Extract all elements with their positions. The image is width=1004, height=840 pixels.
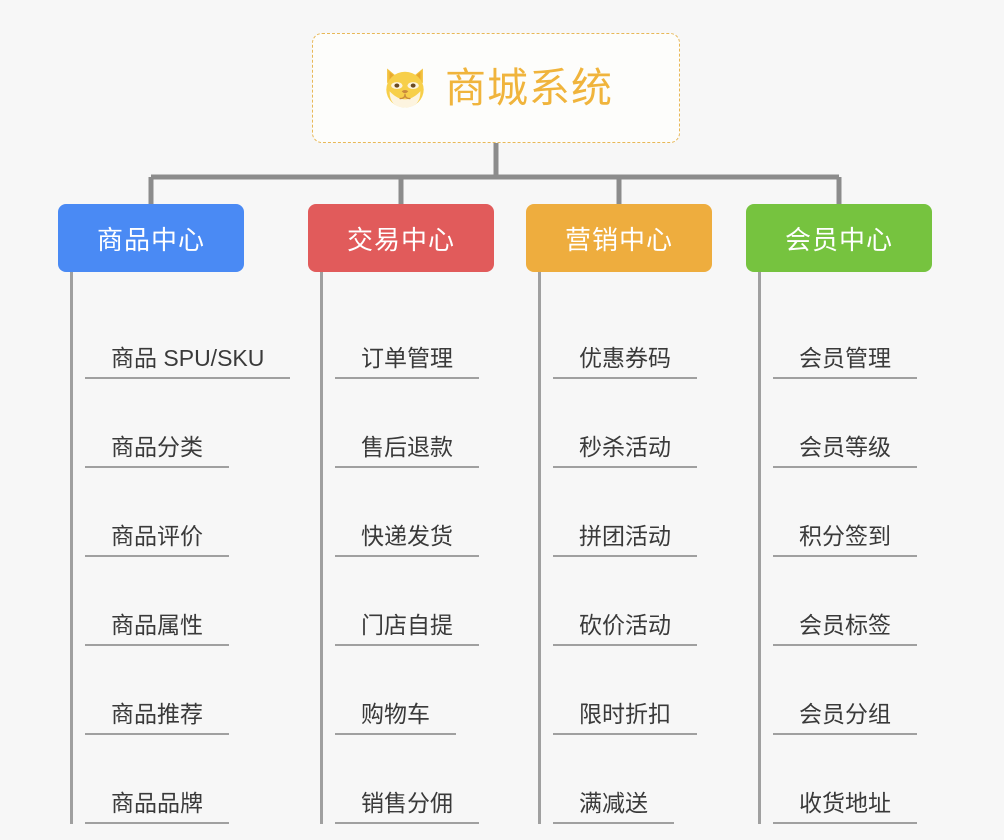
list-item[interactable]: 优惠券码 — [553, 290, 776, 379]
leaf-label: 会员分组 — [773, 701, 917, 735]
leaf-label: 商品属性 — [85, 612, 229, 646]
leaf-label: 商品推荐 — [85, 701, 229, 735]
branch-children-marketing: 优惠券码 秒杀活动 拼团活动 砍价活动 限时折扣 满减送 — [538, 272, 776, 824]
leaf-label: 优惠券码 — [553, 345, 697, 379]
leaf-label: 砍价活动 — [553, 612, 697, 646]
list-item[interactable]: 销售分佣 — [335, 735, 558, 824]
list-item[interactable]: 商品 SPU/SKU — [85, 290, 316, 379]
branch-children-trade: 订单管理 售后退款 快递发货 门店自提 购物车 销售分佣 — [320, 272, 558, 824]
list-item[interactable]: 积分签到 — [773, 468, 996, 557]
branch-column-product: 商品中心 商品 SPU/SKU 商品分类 商品评价 商品属性 商品推荐 商品品牌 — [58, 204, 316, 824]
branch-column-member: 会员中心 会员管理 会员等级 积分签到 会员标签 会员分组 收货地址 — [746, 204, 996, 824]
root-title: 商城系统 — [445, 64, 613, 111]
leaf-label: 收货地址 — [773, 790, 917, 824]
leaf-label: 快递发货 — [335, 523, 479, 557]
branch-children-product: 商品 SPU/SKU 商品分类 商品评价 商品属性 商品推荐 商品品牌 — [70, 272, 316, 824]
list-item[interactable]: 订单管理 — [335, 290, 558, 379]
list-item[interactable]: 售后退款 — [335, 379, 558, 468]
list-item[interactable]: 拼团活动 — [553, 468, 776, 557]
leaf-label: 购物车 — [335, 701, 456, 735]
branch-header-trade[interactable]: 交易中心 — [308, 204, 494, 272]
leaf-label: 会员管理 — [773, 345, 917, 379]
list-item[interactable]: 秒杀活动 — [553, 379, 776, 468]
list-item[interactable]: 商品属性 — [85, 557, 316, 646]
leaf-label: 会员等级 — [773, 434, 917, 468]
leaf-label: 销售分佣 — [335, 790, 479, 824]
list-item[interactable]: 商品评价 — [85, 468, 316, 557]
leaf-label: 秒杀活动 — [553, 434, 697, 468]
leaf-label: 售后退款 — [335, 434, 479, 468]
list-item[interactable]: 收货地址 — [773, 735, 996, 824]
list-item[interactable]: 商品推荐 — [85, 646, 316, 735]
leaf-label: 商品 SPU/SKU — [85, 345, 291, 379]
leaf-label: 门店自提 — [335, 612, 479, 646]
leaf-label: 商品分类 — [85, 434, 229, 468]
root-node[interactable]: 商城系统 — [312, 33, 680, 143]
branch-header-member[interactable]: 会员中心 — [746, 204, 932, 272]
leaf-label: 拼团活动 — [553, 523, 697, 557]
list-item[interactable]: 会员等级 — [773, 379, 996, 468]
leaf-label: 满减送 — [553, 790, 674, 824]
list-item[interactable]: 满减送 — [553, 735, 776, 824]
list-item[interactable]: 门店自提 — [335, 557, 558, 646]
list-item[interactable]: 购物车 — [335, 646, 558, 735]
list-item[interactable]: 砍价活动 — [553, 557, 776, 646]
branch-column-trade: 交易中心 订单管理 售后退款 快递发货 门店自提 购物车 销售分佣 — [308, 204, 558, 824]
leaf-label: 订单管理 — [335, 345, 479, 379]
list-item[interactable]: 限时折扣 — [553, 646, 776, 735]
list-item[interactable]: 会员分组 — [773, 646, 996, 735]
branch-header-marketing[interactable]: 营销中心 — [526, 204, 712, 272]
branch-children-member: 会员管理 会员等级 积分签到 会员标签 会员分组 收货地址 — [758, 272, 996, 824]
list-item[interactable]: 商品品牌 — [85, 735, 316, 824]
branch-column-marketing: 营销中心 优惠券码 秒杀活动 拼团活动 砍价活动 限时折扣 满减送 — [526, 204, 776, 824]
leaf-label: 会员标签 — [773, 612, 917, 646]
list-item[interactable]: 会员标签 — [773, 557, 996, 646]
leaf-label: 商品品牌 — [85, 790, 229, 824]
leaf-label: 限时折扣 — [553, 701, 697, 735]
leaf-label: 积分签到 — [773, 523, 917, 557]
list-item[interactable]: 快递发货 — [335, 468, 558, 557]
list-item[interactable]: 商品分类 — [85, 379, 316, 468]
list-item[interactable]: 会员管理 — [773, 290, 996, 379]
branch-header-product[interactable]: 商品中心 — [58, 204, 244, 272]
leaf-label: 商品评价 — [85, 523, 229, 557]
shiba-inu-emoji — [379, 62, 431, 114]
